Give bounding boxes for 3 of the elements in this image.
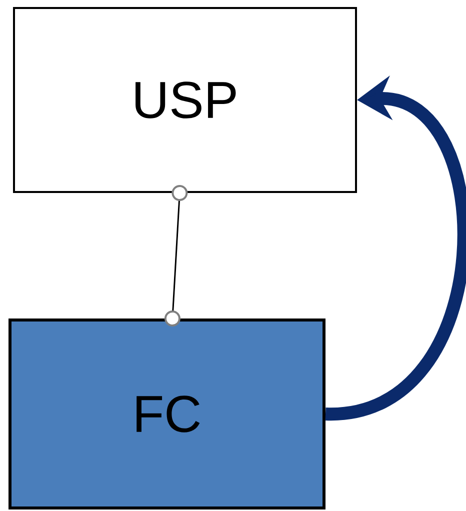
- process-box: FC: [8, 318, 326, 510]
- process-box: USP: [13, 7, 357, 193]
- connector-line: [164, 185, 188, 326]
